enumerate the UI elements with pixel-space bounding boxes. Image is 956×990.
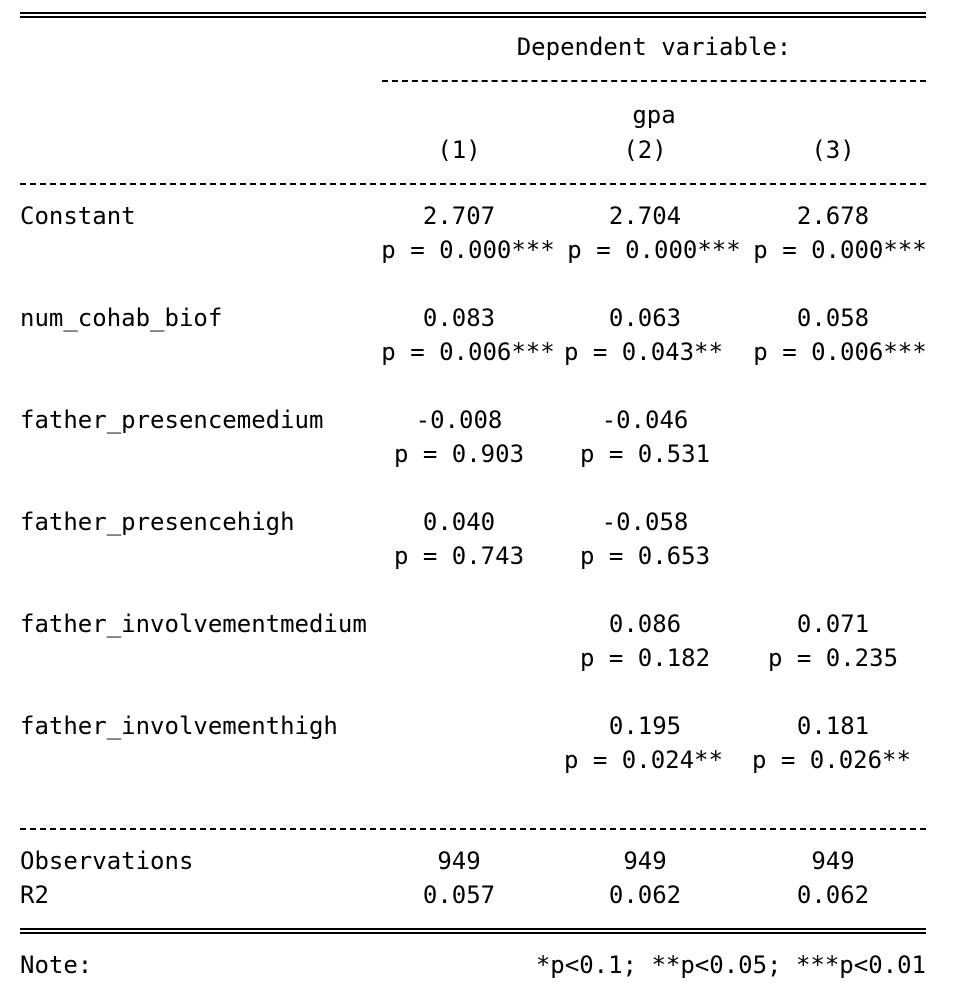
row-label-observations: Observations: [20, 847, 194, 875]
p-value-cell: [374, 641, 544, 675]
stat-cell: 949: [623, 847, 667, 875]
coef-cell: 0.063: [608, 304, 682, 332]
note-label: Note:: [20, 951, 93, 979]
coef-cell: -0.008: [415, 406, 503, 434]
coef-cell: 2.707: [422, 202, 496, 230]
coef-cell: [748, 403, 918, 437]
p-value-cell: [374, 743, 544, 777]
p-value-cell: p = 0.000***: [567, 236, 741, 264]
header-dashed-rule: [382, 80, 926, 82]
coef-cell: 0.083: [422, 304, 496, 332]
p-value-cell: p = 0.006***: [753, 338, 927, 366]
p-value-cell: p = 0.743: [393, 542, 525, 570]
stats-dashed-rule: [20, 828, 926, 830]
coef-cell: 0.040: [422, 508, 496, 536]
p-value-cell: [748, 437, 918, 471]
p-value-cell: p = 0.006***: [381, 338, 555, 366]
coef-cell: [748, 505, 918, 539]
bottom-double-rule: [20, 928, 926, 934]
coef-cell: [374, 607, 544, 641]
coef-cell: 0.195: [608, 712, 682, 740]
coef-cell: -0.046: [601, 406, 689, 434]
row-label-father-presencemedium: father_presencemedium: [20, 406, 324, 434]
row-label-father-involvementhigh: father_involvementhigh: [20, 712, 338, 740]
row-label-father-presencehigh: father_presencehigh: [20, 508, 295, 536]
row-label-num-cohab-biof: num_cohab_biof: [20, 304, 223, 332]
coef-cell: -0.058: [601, 508, 689, 536]
coef-cell: 2.678: [796, 202, 870, 230]
row-label-r2: R2: [20, 881, 49, 909]
p-value-cell: [748, 539, 918, 573]
coef-cell: [374, 709, 544, 743]
column-header-3: (3): [811, 136, 855, 164]
dependent-variable-label: Dependent variable:: [516, 33, 792, 61]
p-value-cell: p = 0.043**: [564, 338, 723, 366]
p-value-cell: p = 0.024**: [564, 746, 723, 774]
coef-cell: 0.181: [796, 712, 870, 740]
p-value-cell: p = 0.000***: [381, 236, 555, 264]
p-value-cell: p = 0.026**: [752, 746, 911, 774]
column-header-1: (1): [437, 136, 481, 164]
stat-cell: 949: [437, 847, 481, 875]
coef-cell: 0.058: [796, 304, 870, 332]
row-label-father-involvementmedium: father_involvementmedium: [20, 610, 367, 638]
coef-cell: 0.071: [796, 610, 870, 638]
stat-cell: 0.057: [422, 881, 496, 909]
dependent-variable-name: gpa: [632, 101, 676, 129]
row-label-constant: Constant: [20, 202, 136, 230]
note-text: *p<0.1; **p<0.05; ***p<0.01: [535, 951, 926, 979]
p-value-cell: p = 0.182: [579, 644, 711, 672]
top-double-rule: [20, 12, 926, 18]
stat-cell: 949: [811, 847, 855, 875]
column-header-2: (2): [623, 136, 667, 164]
header-bottom-dashed-rule: [20, 183, 926, 185]
p-value-cell: p = 0.235: [767, 644, 899, 672]
coef-cell: 0.086: [608, 610, 682, 638]
p-value-cell: p = 0.000***: [753, 236, 927, 264]
p-value-cell: p = 0.903: [393, 440, 525, 468]
p-value-cell: p = 0.653: [579, 542, 711, 570]
stat-cell: 0.062: [608, 881, 682, 909]
coef-cell: 2.704: [608, 202, 682, 230]
stat-cell: 0.062: [796, 881, 870, 909]
p-value-cell: p = 0.531: [579, 440, 711, 468]
